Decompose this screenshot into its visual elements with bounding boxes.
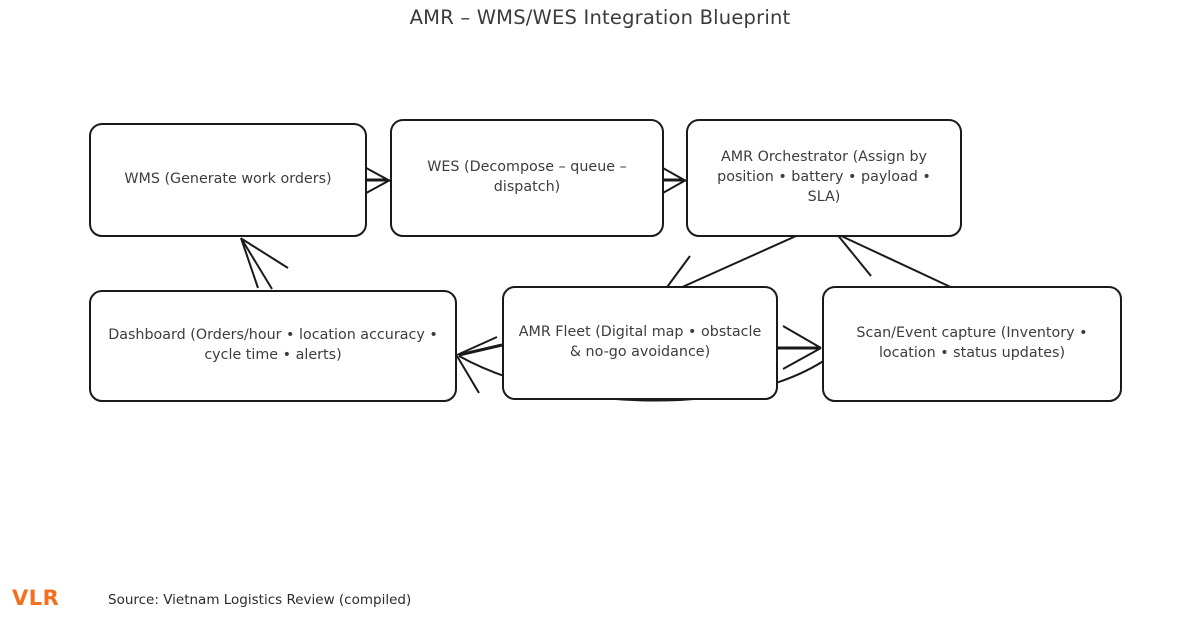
edge-dashboard-to-wms [240,237,289,290]
edge-fleet-to-scan [778,325,822,370]
node-amr-orchestrator[interactable]: AMR Orchestrator (Assign by position • b… [686,119,962,237]
edge-scan-to-orchestrator [835,231,958,291]
node-scan-event-capture-label: Scan/Event capture (Inventory • location… [856,325,1088,361]
node-scan-event-capture[interactable]: Scan/Event capture (Inventory • location… [822,286,1122,402]
page-title: AMR – WMS/WES Integration Blueprint [409,6,791,29]
node-dashboard[interactable]: Dashboard (Orders/hour • location accura… [89,290,457,402]
node-wms[interactable]: WMS (Generate work orders) [89,123,367,237]
node-amr-orchestrator-label: AMR Orchestrator (Assign by position • b… [717,149,931,205]
node-wes[interactable]: WES (Decompose – queue – dispatch) [390,119,664,237]
node-wes-label: WES (Decompose – queue – dispatch) [427,159,627,195]
edge-fleet-to-dashboard [458,343,503,357]
node-dashboard-label: Dashboard (Orders/hour • location accura… [108,327,438,363]
node-amr-fleet-label: AMR Fleet (Digital map • obstacle & no-g… [518,324,762,360]
node-wms-label: WMS (Generate work orders) [124,171,332,188]
vlr-logo: VLR [12,586,60,610]
source-caption: Source: Vietnam Logistics Review (compil… [108,592,412,608]
node-amr-fleet[interactable]: AMR Fleet (Digital map • obstacle & no-g… [502,286,778,400]
